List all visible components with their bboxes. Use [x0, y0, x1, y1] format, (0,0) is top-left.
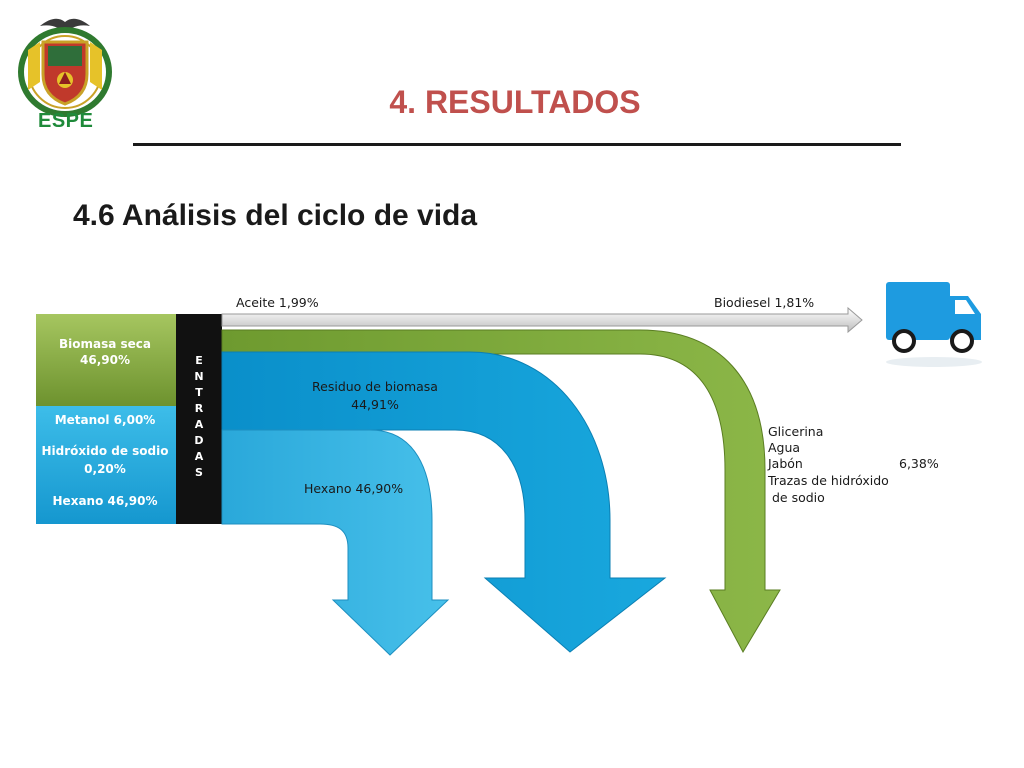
metanol-label: Metanol 6,00%: [55, 413, 156, 427]
residuo-flow: [221, 351, 667, 653]
entradas-letter: T: [195, 386, 203, 399]
biodiesel-label: Biodiesel 1,81%: [714, 295, 814, 310]
entradas-letter: N: [194, 370, 203, 383]
glicerina-flow: [221, 329, 781, 654]
entradas-letter: D: [194, 434, 203, 447]
jabon-item: Jabón: [767, 456, 803, 471]
glicerina-percent: 6,38%: [899, 456, 939, 471]
entradas-letter: E: [195, 354, 203, 367]
entradas-bar: [176, 314, 222, 524]
aceite-label: Aceite 1,99%: [236, 295, 319, 310]
biomasa-label-line2: 46,90%: [80, 353, 130, 367]
entradas-letter: R: [195, 402, 204, 415]
biomasa-label-line1: Biomasa seca: [59, 337, 151, 351]
truck-icon: [886, 282, 982, 367]
trazas-item: Trazas de hidróxido: [767, 473, 889, 488]
entradas-letter: A: [195, 418, 204, 431]
hexano-flow: [221, 429, 450, 656]
aceite-arrow: [221, 306, 863, 334]
hidroxido-label-line2: 0,20%: [84, 462, 126, 476]
life-cycle-diagram: Biomasa seca 46,90% Metanol 6,00% Hidróx…: [36, 282, 982, 656]
page-title: 4. RESULTADOS: [389, 84, 641, 120]
hexano-output-label: Hexano 46,90%: [304, 481, 403, 496]
entradas-letter: A: [195, 450, 204, 463]
hexano-input-label: Hexano 46,90%: [53, 494, 158, 508]
agua-item: Agua: [768, 440, 800, 455]
residuo-label-line1: Residuo de biomasa: [312, 379, 438, 394]
title-divider: [133, 143, 901, 146]
glicerina-item: Glicerina: [768, 424, 823, 439]
inputs-blue-box: [36, 406, 176, 524]
logo-text: ESPE: [38, 110, 94, 132]
residuo-label-line2: 44,91%: [351, 397, 399, 412]
section-subtitle: 4.6 Análisis del ciclo de vida: [73, 199, 478, 232]
entradas-letter: S: [195, 466, 203, 479]
espe-logo: [18, 18, 112, 117]
hidroxido-label-line1: Hidróxido de sodio: [41, 444, 168, 458]
sodio-item: de sodio: [768, 490, 825, 505]
biomasa-box: [36, 314, 176, 406]
